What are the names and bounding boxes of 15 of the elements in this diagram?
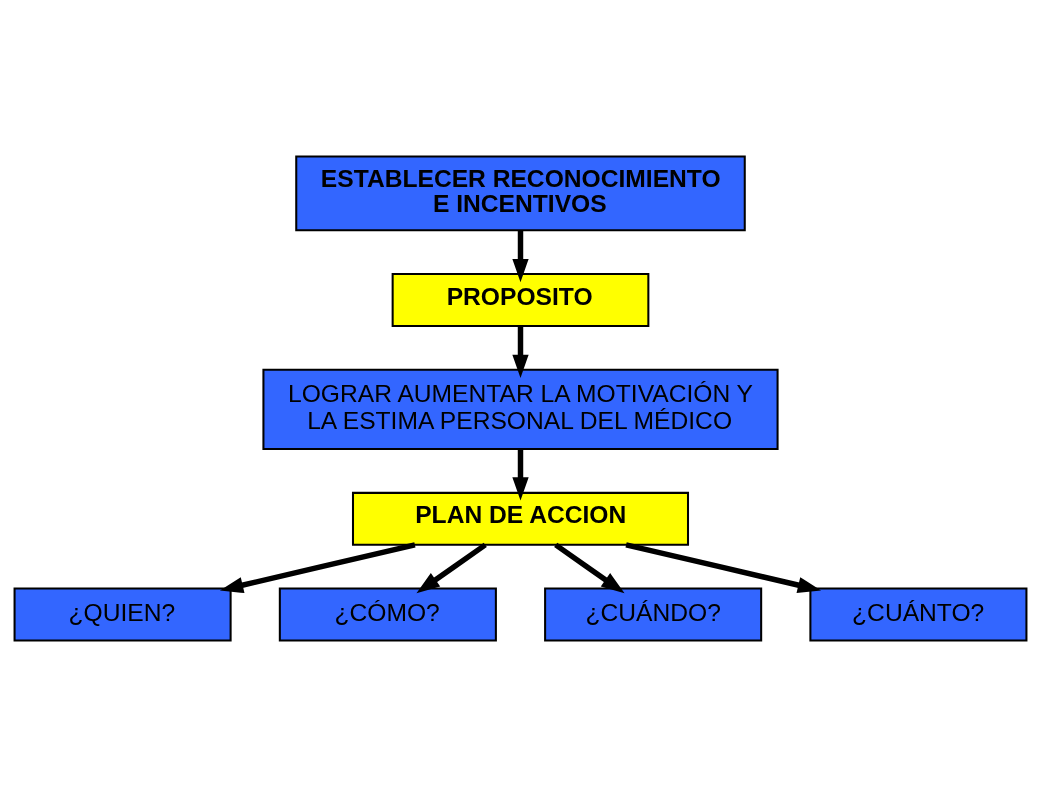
node-box: ¿CÓMO? [278, 587, 497, 642]
arrow [511, 326, 529, 378]
arrow [219, 542, 416, 594]
node-box: ¿QUIEN? [13, 587, 232, 642]
arrow [511, 449, 529, 501]
node-box: LOGRAR AUMENTAR LA MOTIVACIÓN Y LA ESTIMA PERSONAL DEL MÉDICO [261, 368, 779, 451]
node-box: PROPOSITO [391, 273, 649, 328]
arrow [553, 542, 625, 594]
arrow [624, 542, 821, 594]
node-box: ¿CUÁNTO? [808, 587, 1027, 642]
node-box: ¿CUÁNDO? [543, 587, 762, 642]
arrow [415, 542, 487, 594]
node-box: ESTABLECER RECONOCIMIENTO E INCENTIVOS [294, 155, 746, 232]
node-box: PLAN DE ACCION [351, 491, 689, 546]
arrow [511, 230, 529, 283]
